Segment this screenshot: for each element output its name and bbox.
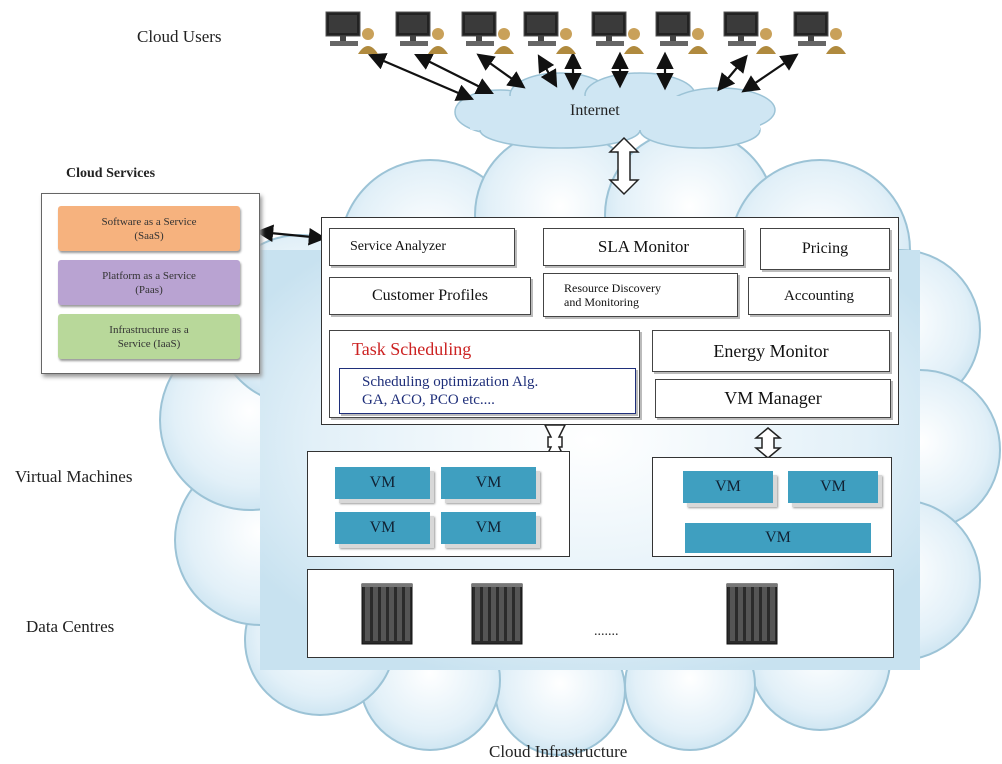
user-arrow-2 — [414, 54, 494, 94]
pricing: Pricing — [760, 228, 890, 270]
service-paas: Platform as a Service (Paas) — [58, 260, 240, 305]
user-arrow-3 — [476, 53, 526, 89]
vm-1: VM — [335, 467, 430, 499]
user-arrow-4 — [537, 54, 558, 88]
vm-4: VM — [441, 512, 536, 544]
user-computer-icon — [458, 10, 516, 54]
vm-7: VM — [685, 523, 871, 553]
user-arrow-9 — [741, 53, 799, 93]
vm-5: VM — [683, 471, 773, 503]
user-computer-icon — [520, 10, 578, 54]
data-centres-ellipsis: ....... — [594, 624, 619, 639]
server-rack-icon — [726, 583, 778, 645]
customer-profiles: Customer Profiles — [329, 277, 531, 315]
user-computer-icon — [392, 10, 450, 54]
services-arrow — [255, 224, 327, 246]
cloud-services-label: Cloud Services — [66, 166, 156, 181]
user-arrow-8 — [717, 54, 748, 92]
user-computer-icon — [790, 10, 848, 54]
user-computer-icon — [322, 10, 380, 54]
server-rack-icon — [471, 583, 523, 645]
internet-core-arrow — [608, 136, 640, 196]
user-arrow-1 — [367, 53, 475, 101]
accounting: Accounting — [748, 277, 890, 315]
vm-manager: VM Manager — [655, 379, 891, 418]
cloud-services-panel: Software as a Service (SaaS) Platform as… — [41, 193, 260, 374]
resource-discovery: Resource Discovery and Monitoring — [543, 273, 738, 317]
sla-monitor: SLA Monitor — [543, 228, 744, 266]
user-computer-icon — [588, 10, 646, 54]
cloud-users-label: Cloud Users — [137, 27, 222, 46]
scheduling-optimization: Scheduling optimization Alg. GA, ACO, PC… — [339, 368, 636, 414]
task-scheduling: Task Scheduling — [352, 339, 472, 359]
server-rack-icon — [361, 583, 413, 645]
energy-monitor: Energy Monitor — [652, 330, 890, 372]
data-centres-label: Data Centres — [26, 617, 115, 636]
service-saas: Software as a Service (SaaS) — [58, 206, 240, 251]
cloud-infrastructure-label: Cloud Infrastructure — [489, 742, 628, 761]
service-iaas: Infrastructure as a Service (IaaS) — [58, 314, 240, 359]
internet-label: Internet — [570, 102, 620, 119]
user-computer-icon — [652, 10, 710, 54]
vm-2: VM — [441, 467, 536, 499]
service-analyzer: Service Analyzer — [329, 228, 515, 266]
vm-6: VM — [788, 471, 878, 503]
virtual-machines-label: Virtual Machines — [15, 467, 133, 486]
vm-3: VM — [335, 512, 430, 544]
user-computer-icon — [720, 10, 778, 54]
